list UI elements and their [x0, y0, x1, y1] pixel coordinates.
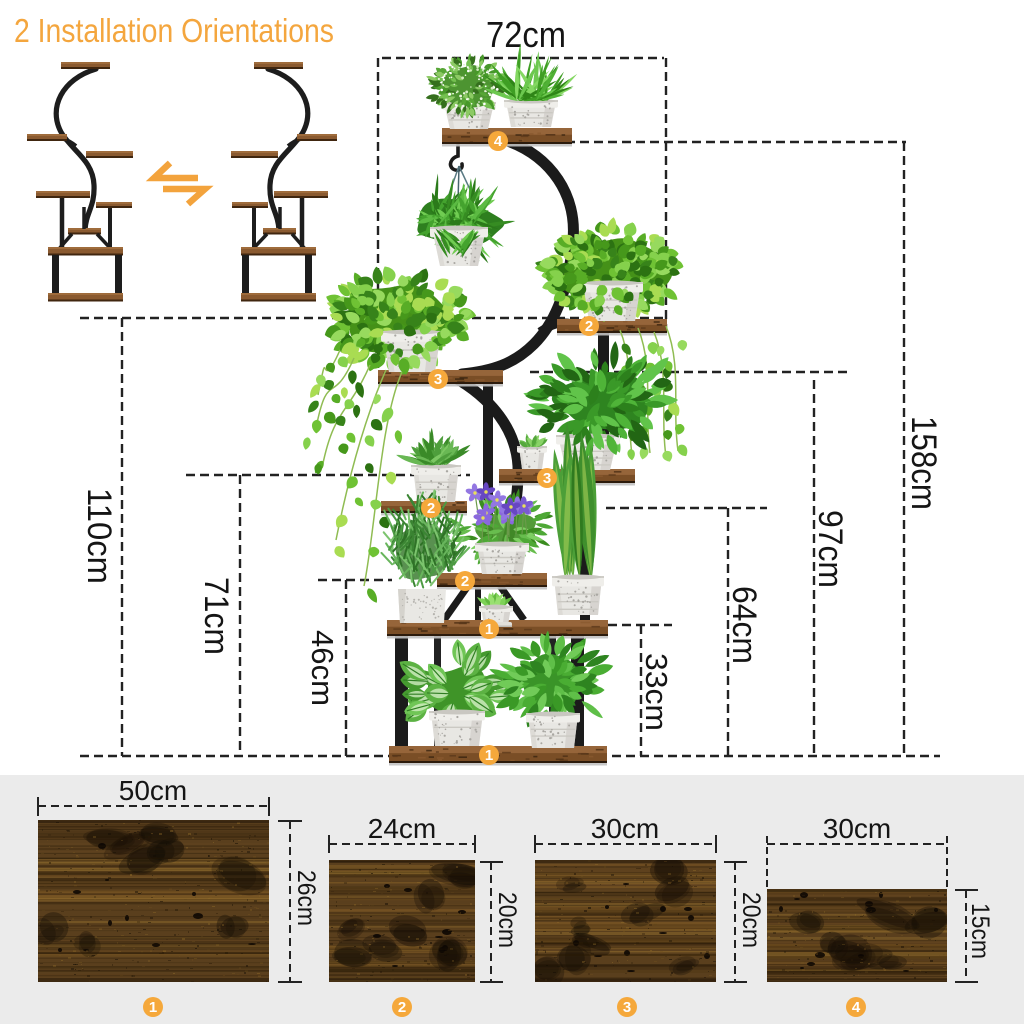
svg-text:4: 4: [852, 999, 861, 1016]
svg-text:26cm: 26cm: [292, 870, 320, 926]
svg-text:1: 1: [149, 999, 157, 1016]
svg-text:15cm: 15cm: [966, 903, 994, 959]
svg-text:3: 3: [434, 371, 442, 388]
svg-text:97cm: 97cm: [811, 510, 849, 588]
svg-text:30cm: 30cm: [591, 813, 659, 844]
svg-text:64cm: 64cm: [725, 586, 763, 664]
svg-text:110cm: 110cm: [80, 488, 118, 584]
svg-text:33cm: 33cm: [639, 653, 674, 731]
svg-text:46cm: 46cm: [305, 630, 340, 706]
svg-text:20cm: 20cm: [493, 892, 521, 948]
svg-text:30cm: 30cm: [823, 813, 891, 844]
svg-text:2: 2: [427, 500, 435, 517]
svg-text:20cm: 20cm: [737, 892, 765, 948]
svg-text:50cm: 50cm: [119, 775, 187, 806]
svg-text:24cm: 24cm: [368, 813, 436, 844]
svg-text:2: 2: [585, 318, 593, 335]
svg-text:3: 3: [623, 999, 631, 1016]
svg-text:4: 4: [494, 133, 503, 150]
svg-text:158cm: 158cm: [904, 416, 943, 510]
svg-text:72cm: 72cm: [486, 14, 566, 55]
svg-text:3: 3: [543, 470, 551, 487]
svg-text:1: 1: [485, 747, 493, 764]
svg-text:2: 2: [398, 999, 406, 1016]
svg-text:71cm: 71cm: [197, 577, 235, 655]
svg-text:2: 2: [461, 573, 469, 590]
svg-text:1: 1: [485, 621, 493, 638]
svg-text:2 Installation Orientations: 2 Installation Orientations: [14, 12, 334, 49]
